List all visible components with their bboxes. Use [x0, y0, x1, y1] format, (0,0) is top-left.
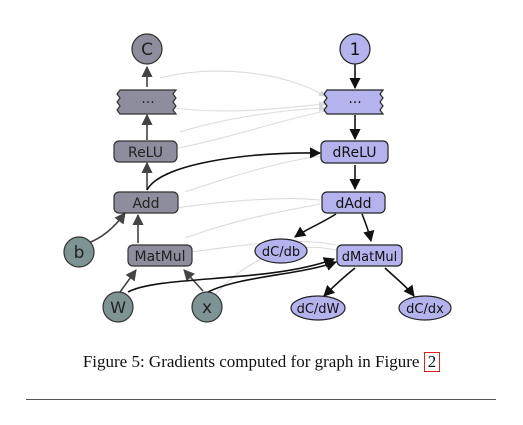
node-dcdw: dC/dW: [290, 295, 346, 321]
node-w: W: [102, 291, 134, 323]
node-x-label: x: [202, 298, 212, 318]
node-c: C: [131, 33, 163, 65]
gradient-graph-diagram: C ··· ReLU Add b MatMul W x 1 ··· dRe: [63, 33, 452, 323]
node-add: Add: [113, 191, 179, 214]
backward-edges: [127, 64, 415, 297]
node-dadd-label: dAdd: [336, 196, 372, 212]
forward-edges: [87, 65, 204, 293]
node-forward-ellipsis: ···: [116, 89, 178, 115]
node-forward-ellipsis-label: ···: [141, 95, 154, 111]
node-relu-label: ReLU: [128, 145, 163, 161]
node-dcdx: dC/dx: [398, 295, 452, 321]
node-backward-ellipsis-label: ···: [348, 95, 361, 111]
node-dmatmul-label: dMatMul: [342, 250, 398, 265]
node-one-label: 1: [350, 40, 361, 60]
figure-caption: Figure 5: Gradients computed for graph i…: [0, 352, 523, 372]
node-dcdx-label: dC/dx: [406, 302, 444, 317]
node-c-label: C: [141, 40, 153, 60]
node-relu: ReLU: [113, 140, 178, 163]
node-dcdb: dC/db: [254, 238, 308, 264]
node-backward-ellipsis: ···: [323, 89, 385, 115]
node-one: 1: [339, 33, 371, 65]
node-dmatmul: dMatMul: [336, 244, 403, 267]
figure-reference-link[interactable]: 2: [423, 352, 441, 372]
node-w-label: W: [110, 298, 126, 317]
node-b-label: b: [74, 243, 85, 263]
caption-text: Figure 5: Gradients computed for graph i…: [82, 352, 424, 371]
node-drelu-label: dReLU: [333, 145, 377, 161]
node-dcdb-label: dC/db: [262, 245, 300, 260]
section-divider: [26, 399, 496, 400]
node-matmul-label: MatMul: [135, 249, 186, 265]
node-drelu: dReLU: [320, 140, 389, 164]
node-matmul: MatMul: [127, 244, 193, 267]
node-b: b: [63, 236, 95, 268]
node-dadd: dAdd: [321, 191, 386, 214]
node-x: x: [191, 291, 223, 323]
node-add-label: Add: [132, 196, 159, 212]
node-dcdw-label: dC/dW: [297, 302, 340, 317]
